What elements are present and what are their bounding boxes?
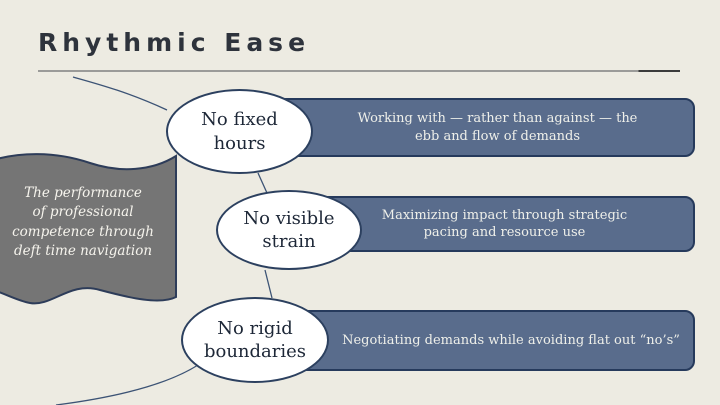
connector-bubble-2-to-3 [264, 269, 273, 299]
concept-bubble-3-label: No rigid boundaries [203, 317, 307, 362]
descriptor-bar-2-text: Maximizing impact through strategic paci… [381, 207, 628, 240]
descriptor-bar-1: Working with — rather than against — the… [240, 98, 695, 157]
concept-bubble-1: No fixed hours [166, 89, 313, 174]
connector-title-to-bubble-1 [72, 76, 168, 111]
descriptor-bar-3: Negotiating demands while avoiding flat … [253, 310, 695, 371]
wave-flag-shape [0, 153, 177, 305]
page-title: Rhythmic Ease [38, 28, 311, 57]
concept-bubble-2-label: No visible strain [243, 207, 335, 252]
descriptor-bar-1-text: Working with — rather than against — the… [357, 111, 638, 144]
title-divider [38, 70, 680, 72]
intro-flag-text: The performance of professional competen… [12, 185, 154, 259]
descriptor-bar-3-text: Negotiating demands while avoiding flat … [342, 332, 680, 348]
concept-bubble-3: No rigid boundaries [181, 297, 329, 383]
connector-bubble-1-to-2 [257, 172, 268, 194]
concept-bubble-1-label: No fixed hours [201, 109, 278, 154]
connector-bubble-3-tail [55, 364, 199, 405]
concept-bubble-2: No visible strain [216, 190, 362, 270]
